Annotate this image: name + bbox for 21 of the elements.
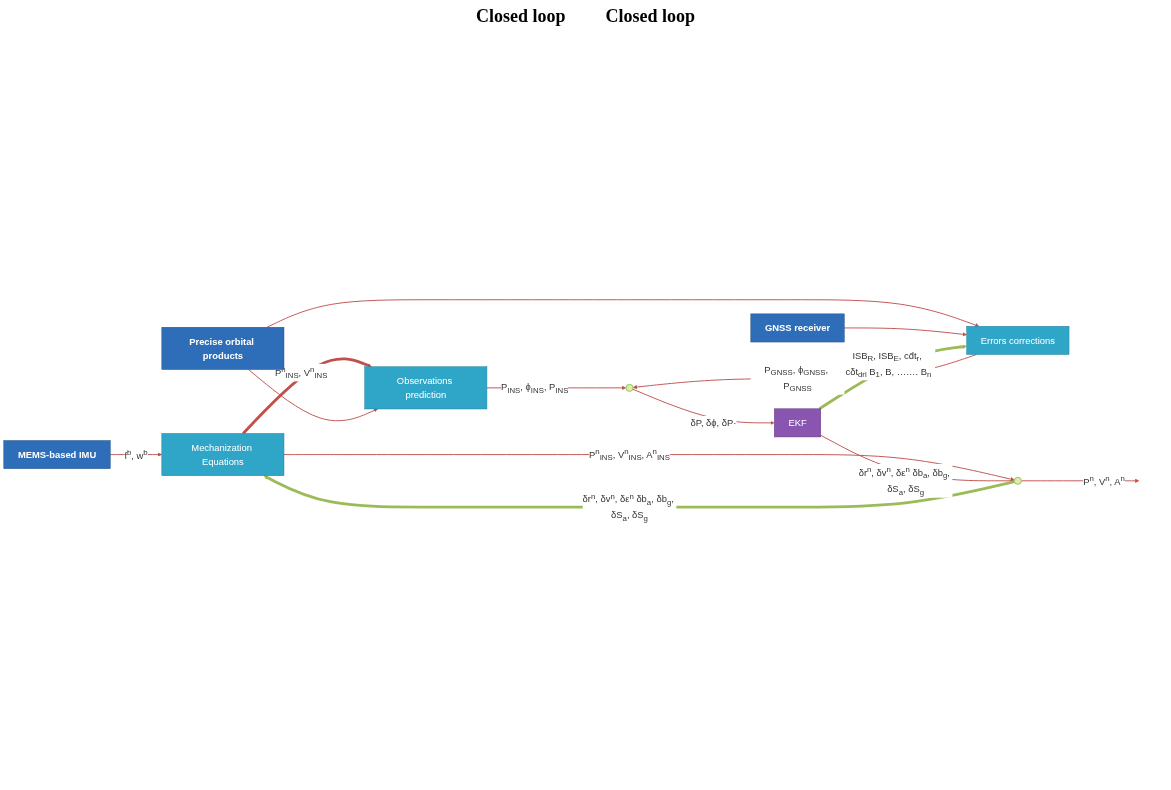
node-circle: [625, 383, 634, 392]
edge-label: δr$^{n}$, δv$^{n}$, δε$^{n}$ δb$_{a}$, δb$_{g}$, δS$_{a}$, δS$_{g}$: [858, 465, 950, 496]
edge-label: P$_{GNSS}$, ϕ$_{GNSS}$, P$_{GNSS}$: [764, 364, 829, 393]
node-box: Precise orbital products: [161, 326, 285, 370]
edge-label: f$^{b}$, w$^{b}$: [124, 447, 148, 461]
node-box: EKF: [774, 408, 821, 437]
node-box: MEMS-based IMU: [3, 439, 111, 469]
edge-label: δP, δϕ, δP·: [690, 417, 737, 428]
note-text: Closed loop: [475, 6, 566, 27]
note-text: Closed loop: [605, 6, 696, 27]
node-box: GNSS receiver: [750, 313, 845, 342]
node-box: Observations prediction: [364, 366, 488, 409]
node-box: Mechanization Equations: [161, 432, 285, 476]
arrow: [818, 344, 967, 410]
node-box: Errors corrections: [966, 325, 1070, 355]
arrow: [242, 357, 372, 435]
edge-label: δr$^{n}$, δv$^{n}$, δε$^{n}$ δb$_{a}$, δb$_{g}$, δS$_{a}$, δS$_{g}$: [582, 491, 674, 523]
edge-label: ISB$_{R}$, ISB$_{E}$, cd̄t$_{r}$, cδt$_{dri}$ B$_{1}$, B, ……. B$_{n}$: [845, 349, 932, 379]
edge-label: P$_{INS}$, ϕ$_{INS}$, P$_{INS}$: [501, 381, 569, 395]
node-circle: [1013, 476, 1022, 485]
edge-label: P$^{n}$, V$^{n}$, A$^{n}$: [1083, 473, 1125, 487]
